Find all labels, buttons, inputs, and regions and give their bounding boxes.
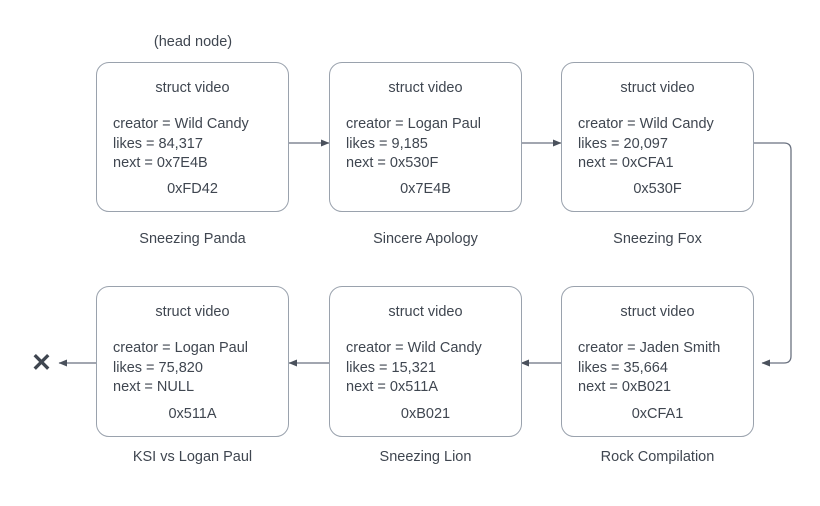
node-address: 0xCFA1 — [631, 406, 684, 422]
node-field-creator: creator = Wild Candy — [113, 116, 249, 132]
node-struct-label: struct video — [155, 80, 230, 96]
node-sneezing-lion[interactable]: struct video creator = Wild Candy likes … — [329, 286, 522, 437]
node-struct-label: struct video — [388, 80, 463, 96]
node-field-creator: creator = Wild Candy — [346, 340, 482, 356]
node-field-creator: creator = Logan Paul — [346, 116, 482, 132]
node-caption-sneezing-fox: Sneezing Fox — [613, 231, 702, 247]
node-caption-sneezing-lion: Sneezing Lion — [379, 449, 472, 465]
node-field-next: next = 0xCFA1 — [578, 155, 674, 171]
node-ksi-vs-logan-paul[interactable]: struct video creator = Logan Paul likes … — [96, 286, 289, 437]
node-address: 0x530F — [633, 181, 682, 197]
node-address: 0xFD42 — [167, 181, 218, 197]
null-terminator-icon: ✕ — [31, 349, 52, 377]
node-struct-label: struct video — [388, 304, 463, 320]
node-field-likes: likes = 75,820 — [113, 359, 203, 376]
node-field-next: next = 0x7E4B — [113, 155, 208, 171]
node-struct-label: struct video — [155, 304, 230, 320]
node-caption-sneezing-panda: Sneezing Panda — [139, 231, 246, 247]
node-struct-label: struct video — [620, 80, 695, 96]
node-sneezing-panda[interactable]: struct video creator = Wild Candy likes … — [96, 62, 289, 212]
node-fields: creator = Logan Paul likes = 9,185 next … — [346, 115, 481, 174]
node-field-creator: creator = Jaden Smith — [578, 340, 721, 356]
node-struct-label: struct video — [620, 304, 695, 320]
node-address: 0xB021 — [400, 406, 451, 422]
node-caption-rock-compilation: Rock Compilation — [600, 449, 715, 465]
node-fields: creator = Jaden Smith likes = 35,664 nex… — [578, 339, 720, 398]
node-field-likes: likes = 15,321 — [346, 359, 436, 376]
node-field-next: next = 0x511A — [346, 379, 439, 395]
node-address: 0x511A — [168, 406, 217, 422]
node-field-likes: likes = 20,097 — [578, 135, 668, 152]
arrow-fox-to-rock-wraparound — [754, 142, 792, 367]
node-field-likes: likes = 35,664 — [578, 359, 668, 376]
node-fields: creator = Logan Paul likes = 75,820 next… — [113, 339, 248, 398]
node-field-creator: creator = Logan Paul — [113, 340, 249, 356]
node-field-next: next = 0x530F — [346, 155, 439, 171]
node-fields: creator = Wild Candy likes = 20,097 next… — [578, 115, 714, 174]
node-caption-ksi-vs-logan-paul: KSI vs Logan Paul — [132, 449, 253, 465]
node-field-likes: likes = 9,185 — [346, 135, 428, 152]
node-caption-sincere-apology: Sincere Apology — [373, 231, 478, 247]
node-address: 0x7E4B — [400, 181, 451, 197]
node-fields: creator = Wild Candy likes = 84,317 next… — [113, 115, 249, 174]
node-fields: creator = Wild Candy likes = 15,321 next… — [346, 339, 482, 398]
node-sneezing-fox[interactable]: struct video creator = Wild Candy likes … — [561, 62, 754, 212]
node-field-likes: likes = 84,317 — [113, 135, 203, 152]
node-sincere-apology[interactable]: struct video creator = Logan Paul likes … — [329, 62, 522, 212]
node-field-creator: creator = Wild Candy — [578, 116, 714, 132]
node-field-next: next = NULL — [113, 379, 195, 395]
node-rock-compilation[interactable]: struct video creator = Jaden Smith likes… — [561, 286, 754, 437]
head-node-label: (head node) — [153, 34, 233, 50]
node-field-next: next = 0xB021 — [578, 379, 672, 395]
